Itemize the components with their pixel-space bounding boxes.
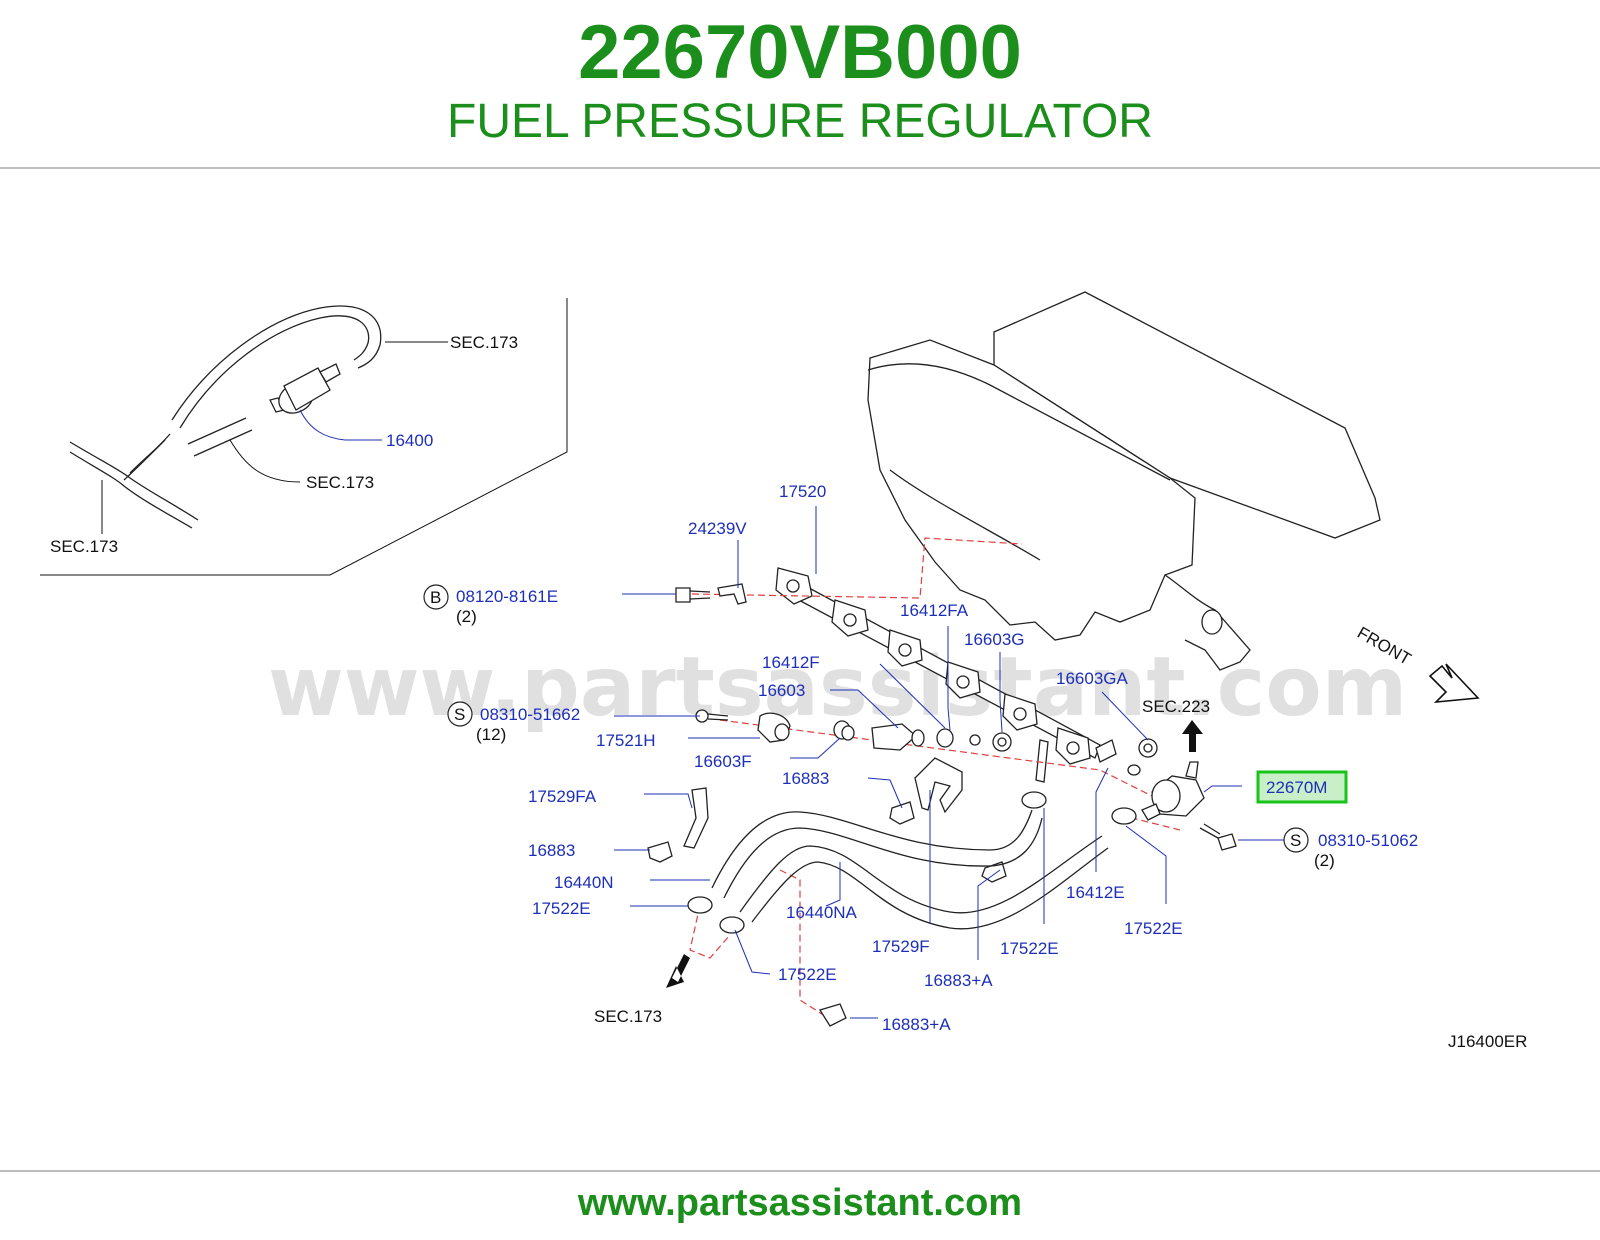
clip-16883 <box>647 801 1007 1027</box>
hose-clamps <box>687 791 1137 934</box>
inset-panel: SEC.173 16400 SEC.173 SEC.173 <box>40 298 568 576</box>
callout-08310-51062: 08310-51062 <box>1318 831 1418 850</box>
fuel-pressure-regulator <box>1141 761 1205 821</box>
callout-16883: 16883 <box>782 769 829 788</box>
callout-16883-plus-a: 16883+A <box>924 971 993 990</box>
sec173-arrow-icon <box>666 954 690 988</box>
callout-16603f: 16603F <box>694 752 752 771</box>
inset-label-16400: 16400 <box>386 431 433 450</box>
callout-17522e-left: 17522E <box>532 899 591 918</box>
bolt-08120 <box>675 587 711 603</box>
sec223-label: SEC.223 <box>1142 697 1210 716</box>
screw-marker-circle-b <box>1283 827 1309 853</box>
callout-16412fa: 16412FA <box>900 601 969 620</box>
qty-08120: (2) <box>456 607 477 626</box>
header-divider <box>0 167 1600 169</box>
rail-brackets <box>775 567 1091 765</box>
footer-divider <box>0 1170 1600 1172</box>
qty-08310-51062: (2) <box>1314 851 1335 870</box>
callout-17520: 17520 <box>779 482 826 501</box>
clamp-17521h <box>757 712 791 743</box>
callout-17522e-bottom: 17522E <box>778 965 837 984</box>
callout-16883-plus-a-bottom: 16883+A <box>882 1015 951 1034</box>
callout-17522e-right: 17522E <box>1124 919 1183 938</box>
fuel-filter <box>269 363 341 414</box>
callout-16440na: 16440NA <box>786 903 858 922</box>
callout-16440n: 16440N <box>554 873 614 892</box>
injector-16600 <box>871 723 925 751</box>
callout-16603g: 16603G <box>964 630 1025 649</box>
front-arrow-icon <box>1428 663 1480 704</box>
callout-17529f: 17529F <box>872 937 930 956</box>
o-rings <box>936 728 1158 776</box>
callout-16412e: 16412E <box>1066 883 1125 902</box>
callout-22670m[interactable]: 22670M <box>1266 778 1327 797</box>
screw-08310-b <box>1199 823 1237 851</box>
callout-17522e-mid: 17522E <box>1000 939 1059 958</box>
footer-url[interactable]: www.partsassistant.com <box>577 1182 1023 1224</box>
callout-leaders <box>614 506 1284 1019</box>
callout-24239v: 24239V <box>688 519 747 538</box>
callout-labels: 17520 24239V B 08120-8161E (2) 16412FA 1… <box>423 482 1418 1034</box>
inset-hose-y <box>69 441 199 521</box>
highlight-box[interactable] <box>1256 770 1348 804</box>
inset-border <box>40 298 568 576</box>
drawing-code: J16400ER <box>1448 1032 1527 1051</box>
inset-label-sec173-mid: SEC.173 <box>306 473 374 492</box>
qty-08310-51662: (12) <box>476 725 506 744</box>
watermark-text: www.partsassistant.com <box>268 640 1407 735</box>
bracket-17529fa <box>683 787 709 849</box>
screw-marker-b: S <box>1290 831 1301 850</box>
sec223-arrow-icon <box>1182 720 1203 752</box>
seal-16603f <box>833 720 855 741</box>
highlight-callout-22670m[interactable]: 22670M <box>1256 770 1348 804</box>
callout-08120-8161e: 08120-8161E <box>456 587 558 606</box>
sec173-label: SEC.173 <box>594 1007 662 1026</box>
screw-marker-a: S <box>454 705 465 724</box>
inset-label-sec173-bottom: SEC.173 <box>50 537 118 556</box>
bolt-marker: B <box>430 588 441 607</box>
bracket-24239v <box>717 583 747 605</box>
callout-16883-left: 16883 <box>528 841 575 860</box>
inset-hose-short <box>187 417 247 445</box>
fuel-rail-assembly <box>775 567 1117 783</box>
callout-16412f: 16412F <box>762 653 820 672</box>
callout-17521h: 17521H <box>596 731 656 750</box>
part-name-subtitle: FUEL PRESSURE REGULATOR <box>447 95 1153 148</box>
callout-16603ga: 16603GA <box>1056 669 1128 688</box>
inset-label-sec173-top: SEC.173 <box>450 333 518 352</box>
callout-16603: 16603 <box>758 681 805 700</box>
intake-manifold <box>867 291 1381 671</box>
part-number-title: 22670VB000 <box>578 10 1022 95</box>
bracket-17529f <box>914 757 963 814</box>
bolt-marker-circle <box>423 584 449 610</box>
header: 22670VB000 FUEL PRESSURE REGULATOR <box>0 0 1600 168</box>
callout-08310-51662: 08310-51662 <box>480 705 580 724</box>
callout-17529fa: 17529FA <box>528 787 597 806</box>
fuel-hoses <box>711 809 1109 930</box>
inset-hose-upper <box>171 305 382 421</box>
screw-marker-circle-a <box>447 701 473 727</box>
